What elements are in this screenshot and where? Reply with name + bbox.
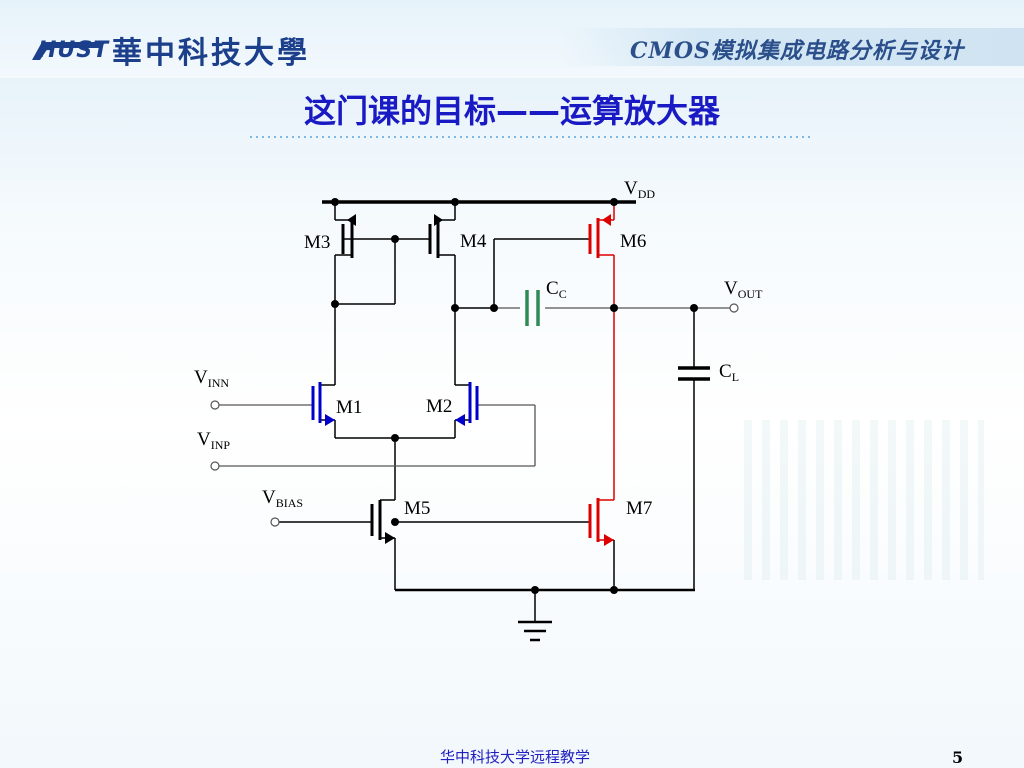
vbias-terminal [270, 517, 280, 527]
m3-arrow-icon [347, 214, 356, 226]
m5-arrow-icon [385, 532, 395, 544]
vinp-label: VINP [197, 429, 230, 452]
m2-label: M2 [426, 396, 452, 417]
m7-arrow-icon [604, 534, 614, 546]
m4-label: M4 [460, 231, 487, 252]
background-watermark [744, 420, 984, 580]
vinn-label: VINN [194, 367, 229, 390]
cc-label: CC [546, 278, 567, 301]
hust-logo-text: HUST [38, 38, 110, 63]
cl-label: CL [719, 361, 739, 384]
m1-label: M1 [336, 397, 362, 418]
vinn-terminal [210, 400, 220, 410]
vinp-terminal [210, 461, 220, 471]
m2-arrow-icon [455, 414, 465, 426]
compensation-capacitor [525, 290, 540, 326]
hust-logo-icon [32, 42, 106, 60]
vbias-label: VBIAS [262, 487, 303, 510]
wires [279, 200, 695, 642]
course-band [560, 28, 1024, 66]
title-divider [250, 136, 810, 138]
university-name: 華中科技大學 [112, 36, 310, 71]
m3-label: M3 [304, 232, 330, 253]
m4-arrow-icon [434, 214, 443, 226]
m6-label: M6 [620, 231, 646, 252]
m1-arrow-icon [325, 414, 335, 426]
vout-label: VOUT [724, 278, 763, 301]
m5-label: M5 [404, 498, 430, 519]
page-number: 5 [952, 748, 964, 767]
junction-dots [331, 198, 698, 594]
vout-terminal [729, 303, 739, 313]
signal-wires [218, 307, 732, 467]
footer-text: 华中科技大学远程教学 [440, 748, 591, 766]
output-stage [588, 202, 615, 542]
terminals [210, 303, 739, 527]
load-capacitor [678, 366, 710, 381]
input-pair [311, 382, 479, 423]
course-title: CMOS模拟集成电路分析与设计 [630, 38, 964, 64]
m6-arrow-icon [602, 214, 611, 226]
slide-title: 这门课的目标——运算放大器 [303, 92, 720, 130]
vdd-label: VDD [624, 178, 655, 201]
m7-label: M7 [626, 498, 652, 519]
